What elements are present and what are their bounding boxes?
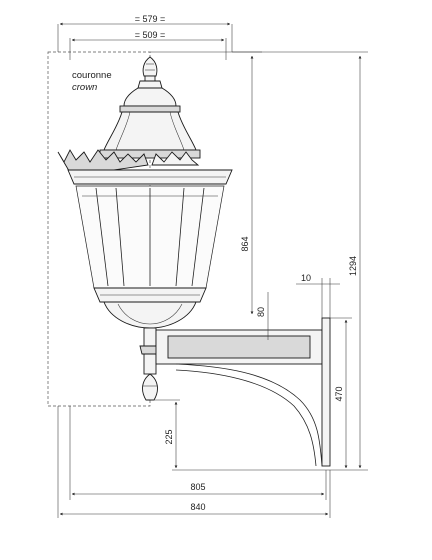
wall-bracket xyxy=(155,317,331,467)
arm-projection-dimension: 805 xyxy=(69,406,327,500)
arm-offset-label: 80 xyxy=(256,307,266,317)
total-height-dimension: 1294 xyxy=(150,51,368,469)
crown-label-translation: crown xyxy=(72,82,97,93)
finial-drop-label: 225 xyxy=(164,429,174,444)
lantern-body xyxy=(57,56,233,401)
crown-outline-box xyxy=(47,51,151,407)
crown-width-dimension: = 579 = xyxy=(57,14,233,52)
lantern-width-label: = 509 = xyxy=(135,30,166,40)
lantern-width-dimension: = 509 = xyxy=(69,30,227,60)
total-projection-dimension: 840 xyxy=(57,406,331,518)
bracket-height-dimension: 470 xyxy=(330,317,352,469)
total-height-label: 1294 xyxy=(348,256,358,276)
lantern-height-dimension: 864 xyxy=(232,51,262,315)
total-projection-label: 840 xyxy=(190,502,205,512)
arm-thickness-label: 10 xyxy=(301,273,311,283)
arm-thickness-dimension: 10 xyxy=(296,273,340,318)
bracket-height-label: 470 xyxy=(334,386,344,401)
arm-offset-dimension: 80 xyxy=(256,292,269,340)
crown-label: couronne xyxy=(72,70,112,81)
arm-projection-label: 805 xyxy=(190,482,205,492)
crown-width-label: = 579 = xyxy=(135,14,166,24)
lantern-height-label: 864 xyxy=(240,236,250,251)
finial-drop-dimension: 225 xyxy=(150,399,180,469)
